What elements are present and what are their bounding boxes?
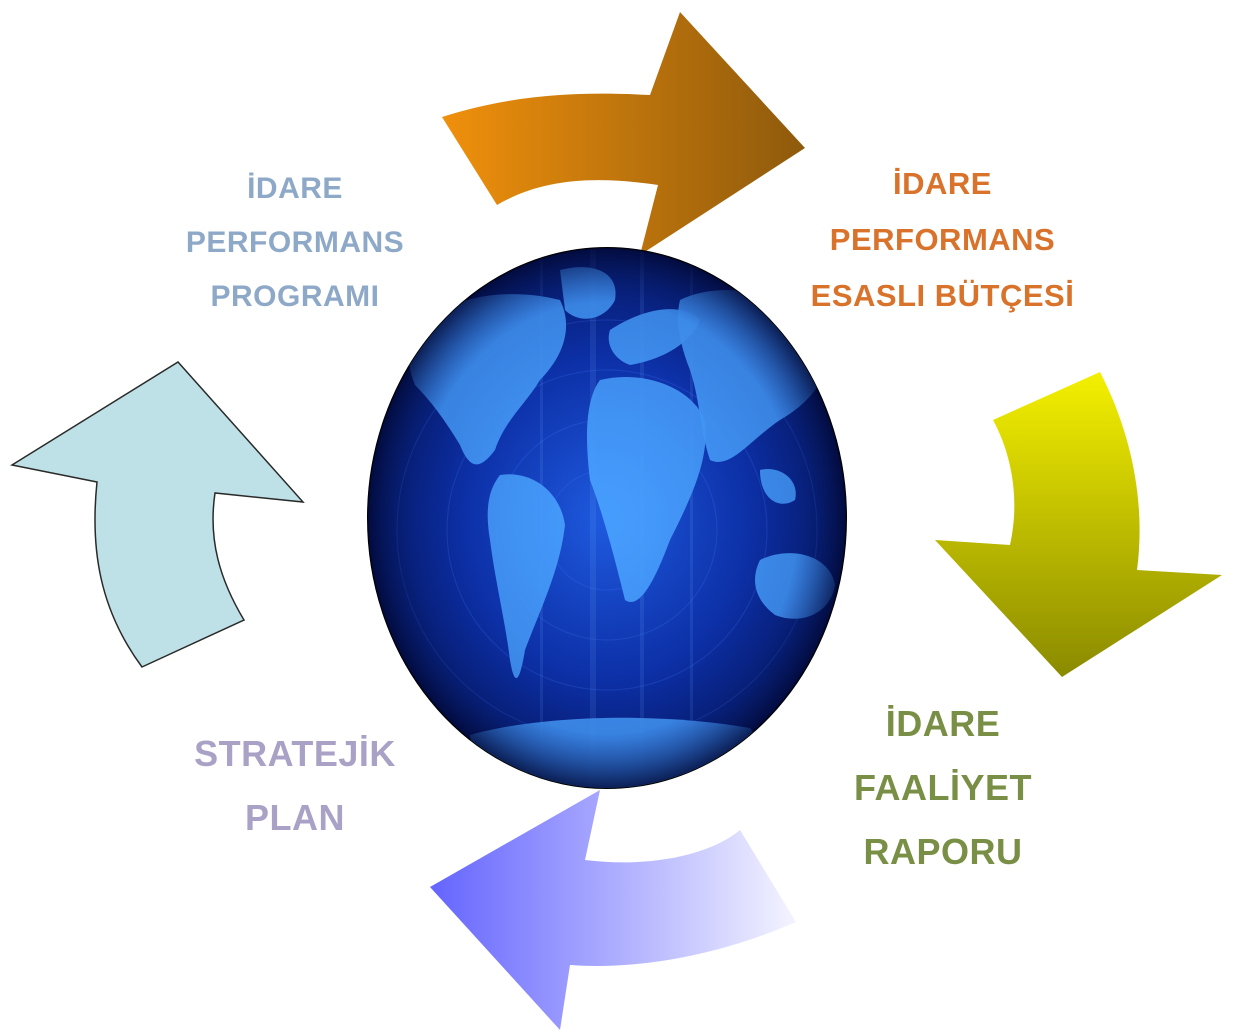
label-line: PROGRAMI	[210, 280, 380, 313]
label-line: İDARE	[893, 166, 992, 201]
curved-arrow-down-icon	[935, 372, 1222, 677]
label-idare-faaliyet-raporu: İDARE FAALİYET RAPORU	[818, 692, 1068, 884]
curved-arrow-up-icon	[9, 361, 305, 668]
label-idare-performans-esasli-butcesi: İDARE PERFORMANS ESASLI BÜTÇESİ	[800, 156, 1085, 324]
label-line: STRATEJİK	[194, 733, 396, 774]
label-line: PLAN	[245, 797, 345, 838]
curved-arrow-right-icon	[442, 12, 805, 255]
label-idare-performans-programi: İDARE PERFORMANS PROGRAMI	[165, 162, 425, 324]
label-line: İDARE	[247, 172, 343, 205]
world-map-globe-icon	[367, 247, 847, 789]
label-line: PERFORMANS	[829, 222, 1056, 257]
label-line: FAALİYET	[853, 767, 1032, 808]
label-line: ESASLI BÜTÇESİ	[810, 278, 1075, 313]
curved-arrow-left-icon	[430, 790, 796, 1030]
label-line: İDARE	[885, 703, 1001, 744]
label-line: PERFORMANS	[185, 226, 405, 259]
label-stratejik-plan: STRATEJİK PLAN	[170, 722, 420, 850]
label-line: RAPORU	[863, 831, 1023, 872]
